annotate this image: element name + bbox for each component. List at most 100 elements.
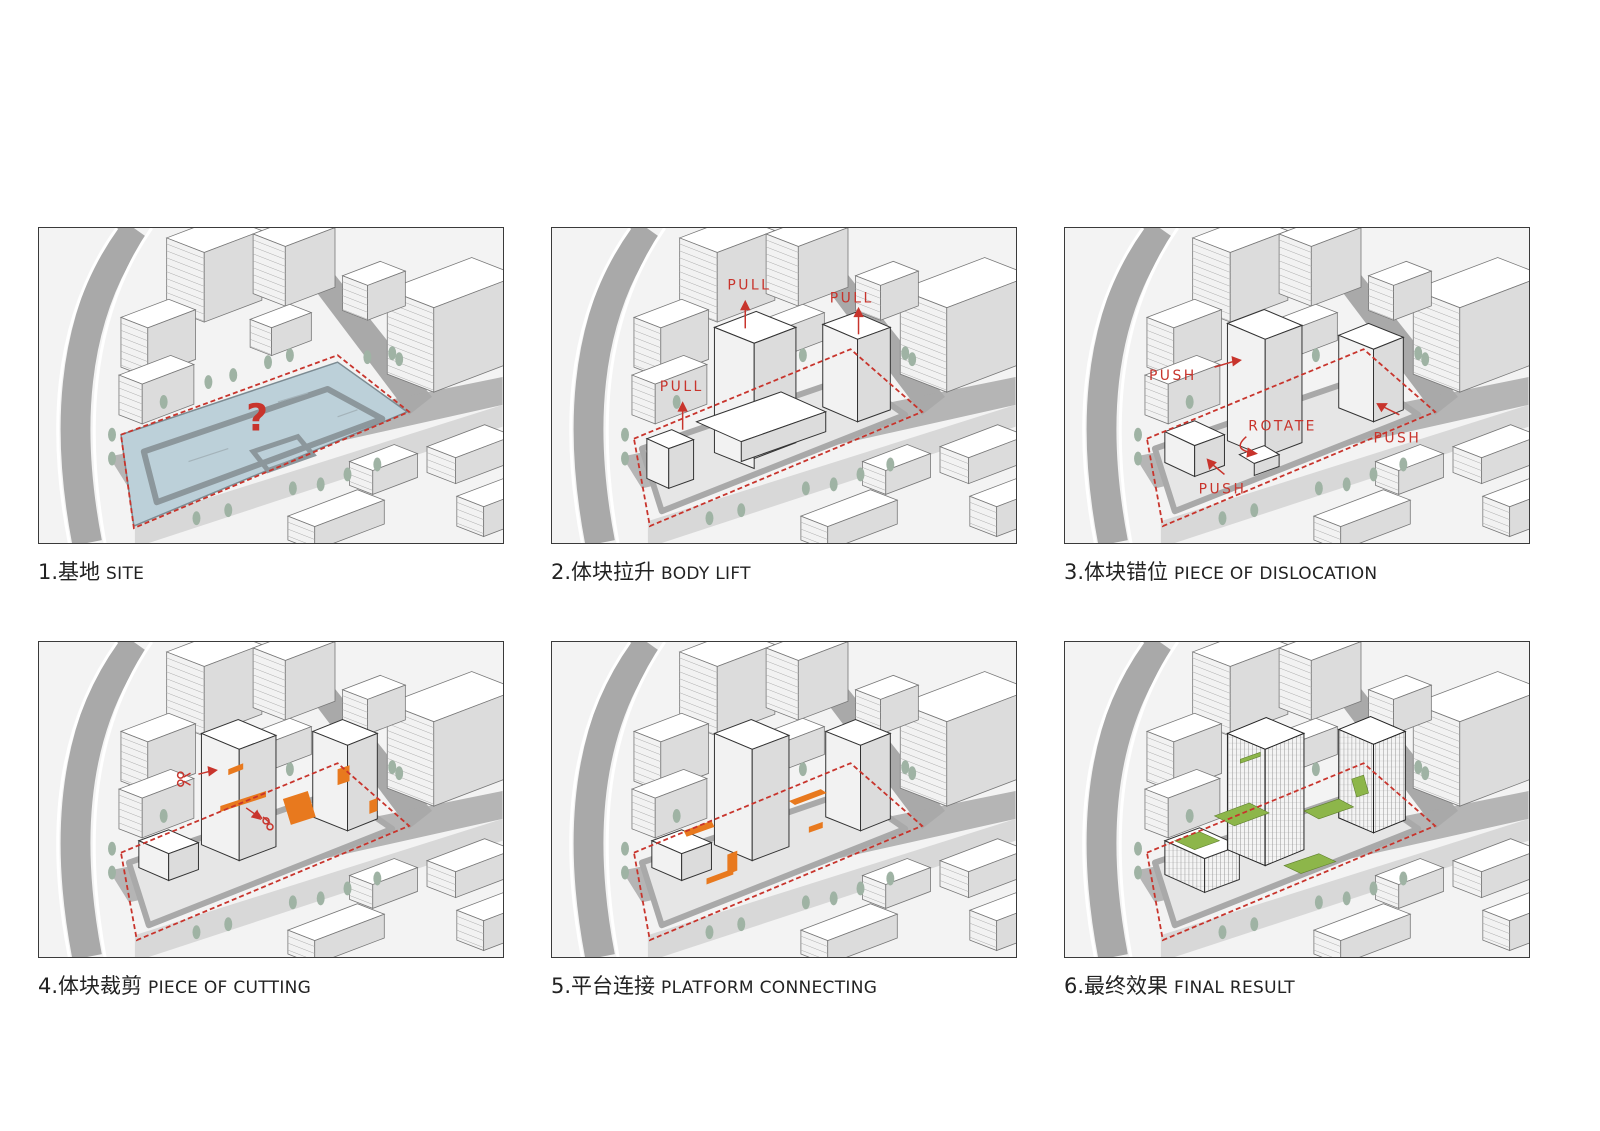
tree [1134,427,1142,442]
context-building [1374,858,1445,909]
tree [159,808,168,823]
tree [224,917,233,932]
road-edge [1082,642,1145,957]
context-building [1412,671,1529,807]
tree [229,368,238,383]
massing-blocks [137,718,379,882]
context-building [1278,642,1362,721]
scissors-icon [245,807,274,831]
ring-road [1086,228,1173,543]
context-building [1481,892,1529,952]
context-building [117,355,195,425]
road-edge [1118,642,1179,957]
caption-title-en: BODY LIFT [661,564,751,584]
tree [621,451,629,466]
site-boundary [632,762,924,942]
context-building [455,478,503,538]
tree [621,841,629,856]
tree [316,477,325,492]
tree [1342,891,1351,906]
context-building [1191,642,1289,737]
tree [801,895,810,910]
panel-final-result [1064,641,1530,958]
tree [737,917,746,932]
context-building [899,257,1016,393]
cut-highlights [220,763,378,825]
context-building [425,838,503,899]
context-building [252,642,336,721]
tree [388,346,397,361]
tree [1399,457,1408,472]
ring-road [1086,642,1173,957]
site-boundary [119,354,411,530]
tree [1314,895,1323,910]
tree [705,511,714,526]
context-building [630,769,708,839]
context-building [455,892,503,952]
massing-blocks [650,718,892,882]
context-building [938,838,1016,899]
context-building [117,769,195,839]
context-building [1481,478,1529,538]
tree [1250,917,1259,932]
platform-diagram [552,642,1016,957]
caption-number: 1. [38,560,59,584]
tree [343,881,352,896]
site-question-mark: ? [246,396,268,440]
tree [316,891,325,906]
tree [1250,503,1259,518]
tree [204,375,213,389]
pull-label: PULL [830,291,874,307]
context-building [765,228,849,307]
context-building [165,228,263,323]
massing-blocks [645,310,892,490]
push-label: PUSH [1374,431,1422,447]
panel-dislocation: PUSH ROTATE PUSH PUSH [1064,227,1530,544]
tree [288,481,297,496]
scissors-icon [176,766,218,787]
site-boundary [632,348,924,528]
caption-title-en: PIECE OF DISLOCATION [1174,564,1378,584]
context-building [1312,903,1412,957]
tree [1185,394,1194,409]
context-building [348,444,419,495]
tree [1414,760,1423,775]
tree [395,352,404,367]
caption-title-cn: 最终效果 [1084,974,1169,998]
context-building [678,642,776,737]
context-building [1367,260,1433,321]
tree [798,348,807,363]
context-building [1143,769,1221,839]
body-lift-diagram: PULL PULL PULL [552,228,1016,543]
tree [901,346,910,361]
tree [856,881,865,896]
tree [1134,451,1142,466]
tree [737,503,746,518]
caption-number: 2. [551,560,572,584]
tree [705,925,714,940]
context-building [348,858,419,909]
tree [1342,477,1351,492]
context-building [678,228,776,323]
tree [159,394,168,409]
road-edge [56,228,119,543]
caption-title-en: PIECE OF CUTTING [148,978,312,998]
tree [1134,841,1142,856]
road-edge [605,642,666,957]
tree [264,355,272,370]
tree [798,762,807,777]
tree [285,762,294,777]
tree [621,865,629,880]
context-building [249,303,313,357]
ring-road [573,642,660,957]
tree [388,760,397,775]
panel-body-lift: PULL PULL PULL [551,227,1017,544]
massing-blocks [1163,308,1405,478]
panel-platform-connecting [551,641,1017,958]
tree [672,394,681,409]
tree [801,481,810,496]
tree [1369,467,1378,482]
